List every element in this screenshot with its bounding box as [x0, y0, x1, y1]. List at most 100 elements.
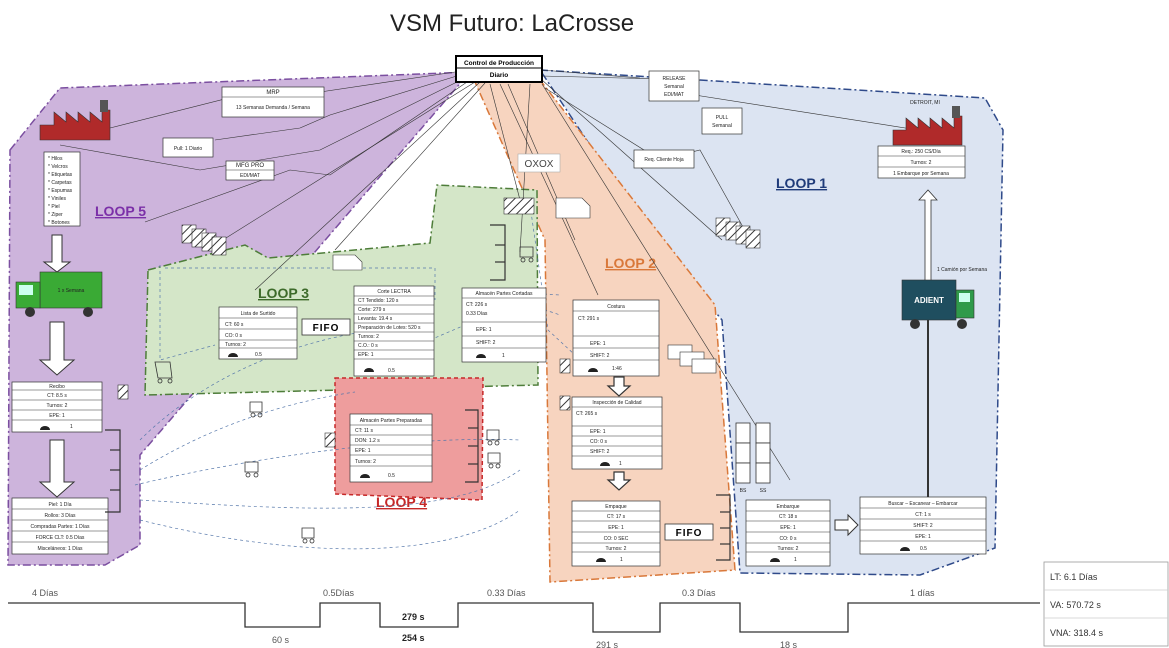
inspeccion-row-2: CO: 0 s	[590, 439, 607, 445]
production-control-box	[455, 55, 543, 83]
buscar-row-0: CT: 1 s	[915, 512, 931, 518]
supplier-truck-icon	[15, 271, 103, 317]
pull-semanal-l2: Semanal	[712, 123, 732, 129]
supplier-item-4: * Espumas	[48, 188, 73, 194]
almacen-cortadas-row-3: SHIFT: 2	[476, 340, 496, 346]
bs-label: BS	[740, 488, 747, 494]
loop5-label: LOOP 5	[95, 203, 146, 219]
corte-operator: 0.5	[388, 368, 395, 374]
costura-box	[572, 299, 660, 377]
summary-vna: VNA: 318.4 s	[1050, 628, 1104, 638]
operator-icon	[588, 368, 598, 372]
supplier-item-2: * Etiquetas	[48, 172, 73, 178]
summary-lt: LT: 6.1 Días	[1050, 572, 1098, 582]
push-arrow-icon	[606, 376, 632, 397]
almacen-preparadas-row-1: DON: 1.2 s	[355, 438, 380, 444]
costura-row-0: CT: 291 s	[578, 316, 600, 322]
recibo-row-2: EPE: 1	[49, 413, 65, 419]
operator-icon	[40, 426, 50, 430]
costura-operator: 1:46	[612, 366, 622, 372]
supplier-truck-label: 1 x Semana	[58, 288, 85, 294]
recibo-operator: 1	[70, 424, 73, 430]
corte-row-3: Preparación de Lotes: 520 s	[358, 325, 421, 331]
piel-row-4: Misceláneos: 1 Días	[37, 546, 83, 552]
almacen-preparadas-operator: 0.5	[388, 473, 395, 479]
buscar-escanear-box	[859, 496, 987, 555]
release-l3: EDI/MAT	[664, 92, 684, 98]
lista-operator: 0.5	[255, 352, 262, 358]
inspeccion-title: Inspección de Calidad	[592, 400, 641, 406]
buffer-stock-icon	[735, 422, 771, 484]
buscar-title: Buscar – Escanear – Embarcar	[888, 501, 958, 507]
piel-row-1: Rollos: 3 Días	[44, 513, 76, 519]
recibo-process-box	[11, 381, 103, 433]
customer-row-2: 1 Embarque por Semana	[893, 171, 949, 177]
corte-row-1: Corte: 279 s	[358, 307, 386, 313]
recibo-row-0: CT: 8.5 s	[47, 393, 67, 399]
supplier-item-3: * Carpetas	[48, 180, 72, 186]
req-cliente-label: Req. Cliente Hoja	[644, 157, 683, 163]
mrp-box	[221, 86, 325, 118]
almacen-preparadas-title: Almacén Partes Preparadas	[360, 418, 423, 424]
push-arrow-icon	[606, 471, 632, 491]
costura-row-1: EPE: 1	[590, 341, 606, 347]
adient-logo: ADIENT	[914, 296, 944, 305]
mrp-sub: 13 Semanas Demanda / Semana	[236, 105, 310, 111]
almacen-cortadas-row-0: CT: 226 s	[466, 302, 488, 308]
release-l2: Semanal	[664, 84, 684, 90]
supplier-item-7: * Ziper	[48, 212, 63, 218]
embarque-row-2: CO: 0 s	[780, 536, 797, 542]
costura-title: Costura	[607, 304, 625, 310]
operator-icon	[900, 547, 910, 551]
production-control-title: Control de Producción	[464, 60, 534, 67]
recibo-title: Recibo	[49, 384, 65, 390]
operator-icon	[770, 558, 780, 562]
piel-row-3: FORCE CLT: 0.5 Días	[36, 535, 85, 541]
oxox-box	[517, 153, 561, 173]
inspeccion-row-3: SHIFT: 2	[590, 449, 610, 455]
pull-semanal-box	[701, 107, 743, 135]
summary-va: VA: 570.72 s	[1050, 600, 1101, 610]
costura-row-2: SHIFT: 2	[590, 353, 610, 359]
almacen-cortadas-row-1: 0.33 Días	[466, 311, 488, 317]
operator-icon	[360, 474, 370, 478]
corte-row-5: C.O.: 0 s	[358, 343, 378, 349]
supplier-item-6: * Piel	[48, 204, 60, 210]
timeline-top-3: 0.3 Días	[682, 588, 716, 598]
buscar-operator: 0.5	[920, 546, 927, 552]
piel-row-2: Compradas Partes: 1 Días	[31, 524, 90, 530]
up-arrow-icon	[918, 189, 938, 283]
mfg-pro-sub: EDI/MAT	[240, 173, 260, 179]
supermarket-icon	[105, 224, 731, 561]
embarque-row-3: Turnos: 2	[778, 546, 799, 552]
recibo-row-1: Turnos: 2	[47, 403, 68, 409]
push-arrow-icon	[38, 321, 76, 376]
timeline-top-0: 4 Días	[32, 588, 59, 598]
customer-truck-label: 1 Camión por Semana	[937, 267, 987, 273]
empaque-title: Empaque	[605, 504, 627, 510]
buscar-row-1: SHIFT: 2	[913, 523, 933, 529]
inspeccion-operator: 1	[619, 461, 622, 467]
corte-row-4: Turnos: 2	[358, 334, 379, 340]
empaque-row-2: CO: 0 SEC	[604, 536, 629, 542]
operator-icon	[364, 368, 374, 372]
push-arrow-icon	[834, 513, 859, 537]
lista-row-1: CO: 0 s	[225, 333, 242, 339]
customer-row-0: Req.: 250 CS/Día	[901, 149, 940, 155]
timeline-bottom-1: 291 s	[596, 640, 619, 648]
almacen-cortadas-row-2: EPE: 1	[476, 327, 492, 333]
embarque-row-0: CT: 18 s	[779, 514, 798, 520]
timeline-top-1: 0.5Días	[323, 588, 355, 598]
ss-label: SS	[760, 488, 767, 494]
corte-row-6: EPE: 1	[358, 352, 374, 358]
almacen-preparadas-row-2: EPE: 1	[355, 448, 371, 454]
supplier-materials-box	[43, 151, 81, 227]
fifo-lane-icon	[301, 318, 351, 336]
supplier-factory-icon	[39, 100, 111, 141]
release-l1: RELEASE	[662, 76, 686, 82]
corte-row-0: CT Tendido: 120 s	[358, 298, 399, 304]
lista-row-0: CT: 60 s	[225, 322, 244, 328]
req-cliente-box	[633, 149, 695, 169]
customer-location: DETROIT, MI	[910, 100, 940, 106]
